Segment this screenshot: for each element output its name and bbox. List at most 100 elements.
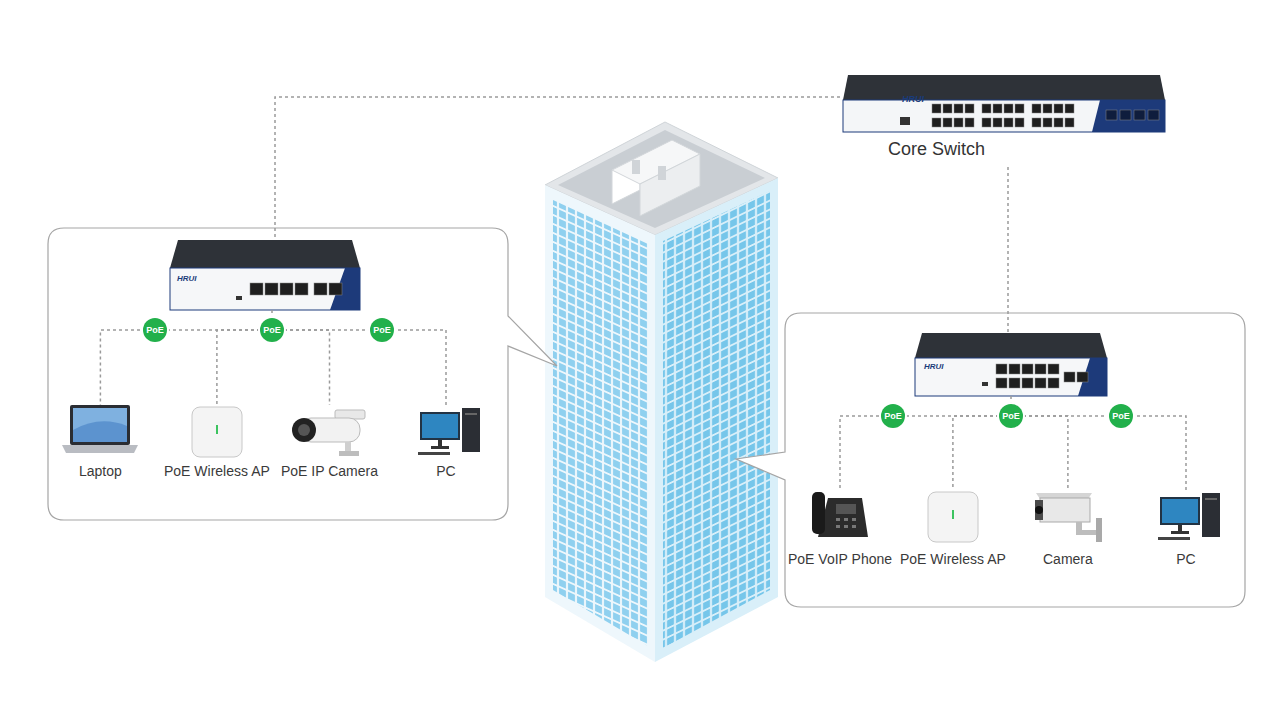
port [1032, 118, 1041, 127]
device-label: PC [1166, 551, 1206, 567]
port [1035, 378, 1046, 388]
illustration-part [216, 425, 218, 434]
pc-icon [418, 408, 480, 455]
port [954, 104, 963, 113]
illustration-part [73, 408, 127, 442]
port [932, 118, 941, 127]
port [996, 378, 1007, 388]
illustration-part [330, 268, 360, 310]
poe-badge-text: PoE [373, 325, 391, 335]
core-switch [843, 75, 1165, 132]
dashed-link [953, 416, 999, 490]
illustration-part [236, 296, 242, 300]
illustration-part [915, 333, 1107, 358]
illustration-part [836, 518, 840, 521]
port [1022, 378, 1033, 388]
poe-switch [915, 333, 1107, 396]
illustration-part [632, 160, 640, 174]
port [1106, 110, 1117, 120]
illustration-part [1040, 498, 1090, 522]
core-switch-node: HRUICore Switch [840, 75, 1165, 167]
port [295, 283, 308, 295]
dashed-link [1010, 396, 1012, 404]
port [996, 364, 1007, 374]
illustration-part [836, 504, 856, 514]
port [1015, 118, 1024, 127]
illustration-part [818, 498, 868, 537]
illustration-part [298, 424, 310, 436]
illustration-part [915, 358, 1107, 396]
device-label: PoE VoIP Phone [788, 551, 892, 567]
port [1120, 110, 1131, 120]
port [954, 118, 963, 127]
dashed-link [275, 97, 840, 240]
port [943, 104, 952, 113]
illustration-part [1078, 358, 1107, 396]
dashed-link [284, 330, 446, 405]
illustration-part [843, 75, 1165, 100]
port [329, 283, 342, 295]
dashed-link [1023, 416, 1186, 490]
port [1077, 372, 1088, 382]
dashed-link [840, 416, 999, 490]
poe-badge-text: PoE [146, 325, 164, 335]
port [993, 118, 1002, 127]
poe-badge: PoE [370, 318, 394, 342]
illustration-part [1076, 530, 1098, 535]
device-node: Camera [1043, 490, 1093, 567]
illustration-part [418, 452, 450, 455]
illustration-part [655, 178, 778, 662]
port [1065, 118, 1074, 127]
illustration-part [844, 518, 848, 521]
illustration-part [420, 412, 460, 440]
brand-label: HRUI [924, 362, 944, 371]
illustration-part [62, 445, 138, 453]
dashed-link [1023, 416, 1068, 490]
port [1048, 364, 1059, 374]
port [280, 283, 293, 295]
laptop-icon [62, 405, 138, 453]
device-node: Laptop [79, 405, 122, 479]
port [993, 104, 1002, 113]
port [1009, 378, 1020, 388]
access-point-icon [192, 407, 242, 457]
illustration-part [1162, 499, 1198, 523]
device-label: Camera [1043, 551, 1093, 567]
poe-badge: PoE [881, 404, 905, 428]
dashed-link [1007, 167, 1009, 333]
port [1032, 104, 1041, 113]
port [1065, 104, 1074, 113]
illustration-part [844, 525, 848, 528]
port [1134, 110, 1145, 120]
ip-camera-icon [292, 410, 365, 456]
illustration-part [658, 166, 666, 180]
port [1004, 104, 1013, 113]
illustration-part [1158, 537, 1190, 540]
port [1004, 118, 1013, 127]
illustration-part [952, 510, 954, 519]
illustration-part [836, 525, 840, 528]
port [1064, 372, 1075, 382]
building [545, 122, 778, 662]
poe-badge: PoE [143, 318, 167, 342]
voip-phone-icon [812, 492, 868, 537]
device-node: PoE Wireless AP [900, 490, 1006, 567]
port [1148, 110, 1159, 120]
poe-badge: PoE [999, 404, 1023, 428]
device-label: PoE Wireless AP [900, 551, 1006, 567]
port [314, 283, 327, 295]
illustration-part [1202, 493, 1220, 537]
camera-icon [1035, 493, 1102, 542]
dashed-link [217, 330, 260, 405]
port [932, 104, 941, 113]
port [982, 104, 991, 113]
badge-text: PoE [1002, 411, 1020, 421]
port [982, 118, 991, 127]
illustration-part [1035, 506, 1043, 514]
port [1043, 104, 1052, 113]
access-point-icon [928, 492, 978, 542]
device-node: PC [426, 405, 466, 479]
device-label: PoE Wireless AP [164, 463, 270, 479]
illustration-part [170, 240, 360, 268]
